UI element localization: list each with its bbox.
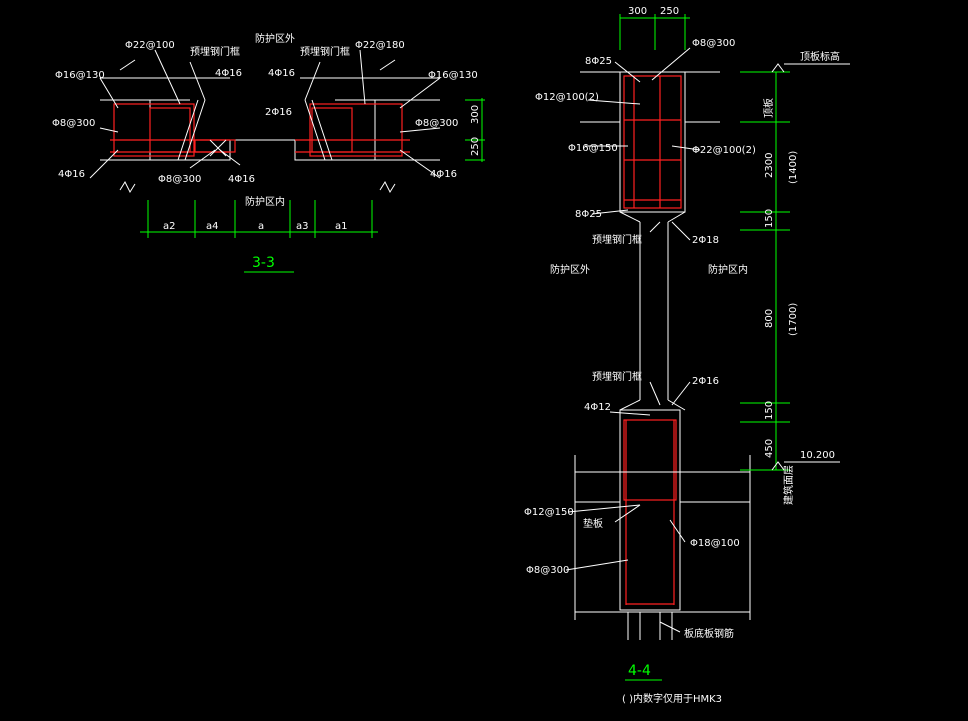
s44-rebar-l5: Φ8@300: [526, 565, 569, 576]
s33-title: 3-3: [252, 255, 275, 271]
s44-elev: 10.200: [800, 450, 835, 461]
s33-zone-outside: 防护区外: [255, 32, 295, 45]
s44-dim-1700: (1700): [788, 303, 799, 336]
s44-rebar-r2: 2Φ18: [692, 235, 719, 246]
s44-plate: 垫板: [583, 517, 603, 530]
s33-seg-a3: a3: [296, 221, 309, 232]
s33-seg-a1: a1: [335, 221, 348, 232]
s33-left-side-1: Φ16@130: [55, 70, 105, 81]
s44-rebar-r4: Φ18@100: [690, 538, 740, 549]
s44-top-label: 顶板标高: [800, 50, 840, 63]
section-3-3: [89, 49, 485, 273]
s44-dim-150b: 150: [764, 401, 775, 420]
section-4-4: [565, 14, 850, 681]
s33-tie: Φ8@300: [158, 174, 201, 185]
s33-mid-right: 4Φ16: [268, 68, 295, 79]
s33-seg-a: a: [258, 221, 264, 232]
s44-embed-1: 预埋钢门框: [592, 233, 642, 246]
s33-right-side-1: Φ16@130: [428, 70, 478, 81]
s44-zone-inside: 防护区内: [708, 263, 748, 276]
s44-rebar-r1: Φ22@100(2): [692, 145, 756, 156]
s44-slab-label: 顶板: [762, 98, 775, 118]
s33-right-side-2: Φ8@300: [415, 118, 458, 129]
s33-embed-right: 预埋钢门框: [300, 45, 350, 58]
s44-dim-1400: (1400): [788, 151, 799, 184]
s33-mid-left: 4Φ16: [215, 68, 242, 79]
s33-seg-a4: a4: [206, 221, 219, 232]
s33-bottom-mid: 4Φ16: [228, 174, 255, 185]
s33-top-left-rebar: Φ22@100: [125, 40, 175, 51]
s44-top-dim-300: 300: [628, 6, 647, 17]
s44-dim-450: 450: [764, 439, 775, 458]
s44-dim-800: 800: [764, 309, 775, 328]
s33-top-right-rebar: Φ22@180: [355, 40, 405, 51]
s33-right-bottom: 4Φ16: [430, 169, 457, 180]
s44-floor-label: 建筑面层: [782, 465, 795, 505]
s44-dim-2300: 2300: [764, 153, 775, 178]
s33-dim-250: 250: [470, 137, 481, 156]
s44-title: 4-4: [628, 663, 651, 679]
s44-embed-2: 预埋钢门框: [592, 370, 642, 383]
s44-rebar-l4: Φ12@150: [524, 507, 574, 518]
s33-embed-left: 预埋钢门框: [190, 45, 240, 58]
s33-dim-300: 300: [470, 105, 481, 124]
s33-zone-inside: 防护区内: [245, 195, 285, 208]
s44-rebar-l1: Φ12@100(2): [535, 92, 599, 103]
s44-bottom: 板底板钢筋: [684, 627, 734, 640]
s44-top-dim-250: 250: [660, 6, 679, 17]
s33-left-side-2: Φ8@300: [52, 118, 95, 129]
s44-rebar-r3: 2Φ16: [692, 376, 719, 387]
s44-note: ( )内数字仅用于HMK3: [622, 692, 722, 705]
s44-rebar-b1: 8Φ25: [585, 56, 612, 67]
s44-rebar-l3: 4Φ12: [584, 402, 611, 413]
s44-rebar-l2: Φ16@150: [568, 143, 618, 154]
s44-rebar-b2: 8Φ25: [575, 209, 602, 220]
s44-zone-outside: 防护区外: [550, 263, 590, 276]
s33-mid-2: 2Φ16: [265, 107, 292, 118]
s33-left-bottom: 4Φ16: [58, 169, 85, 180]
s44-rebar-top-a: Φ8@300: [692, 38, 735, 49]
s33-seg-a2: a2: [163, 221, 176, 232]
s44-dim-150a: 150: [764, 209, 775, 228]
